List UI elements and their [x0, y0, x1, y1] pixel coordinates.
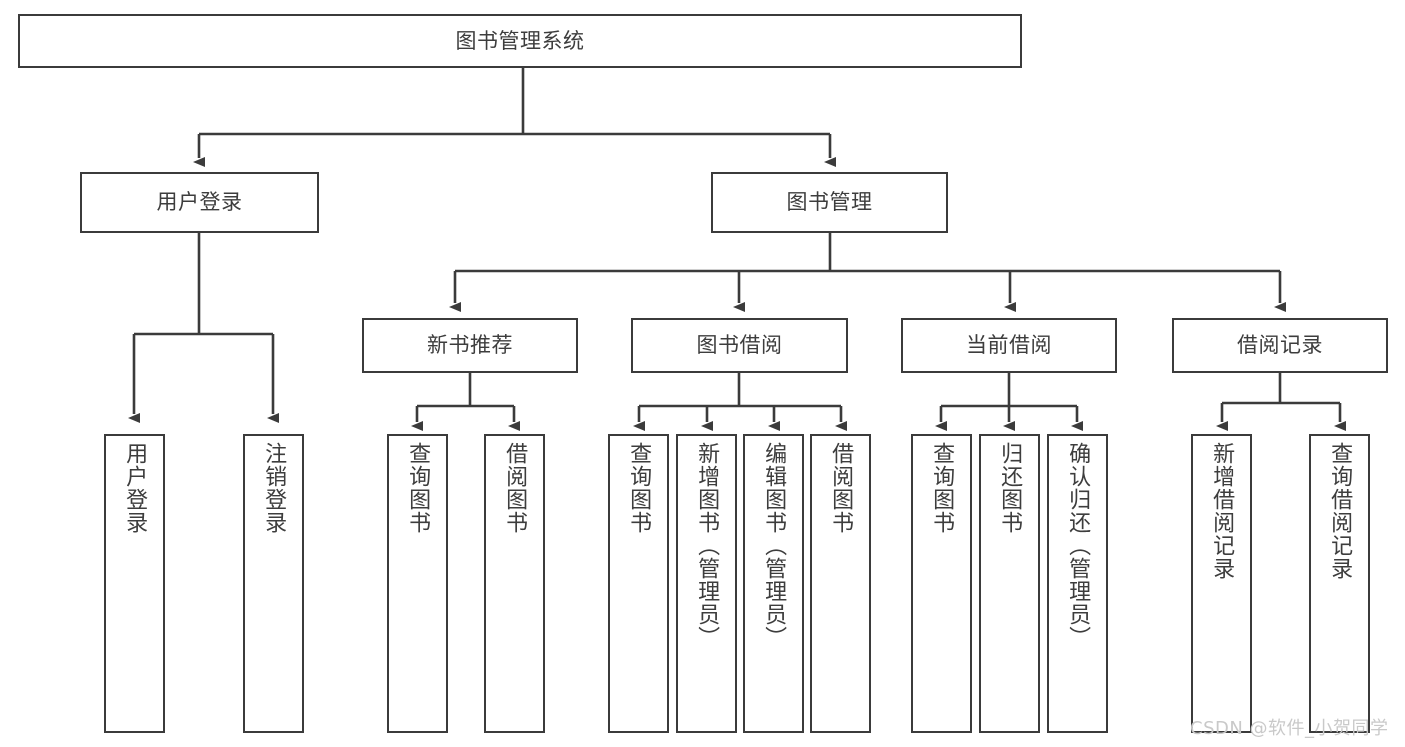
node-leaf-borrow-query-book-label: 查询图书: [626, 442, 652, 534]
node-borrow-record[interactable]: 借阅记录: [1172, 318, 1388, 373]
node-leaf-return-book[interactable]: 归还图书: [979, 434, 1040, 733]
node-leaf-borrow-query-book[interactable]: 查询图书: [608, 434, 669, 733]
node-new-book-recommend-label: 新书推荐: [427, 333, 513, 358]
node-leaf-user-login[interactable]: 用户登录: [104, 434, 165, 733]
node-user-login-label: 用户登录: [156, 190, 243, 215]
node-current-borrow-label: 当前借阅: [966, 333, 1052, 358]
node-leaf-new-book-borrow-label: 借阅图书: [502, 442, 528, 534]
node-current-borrow[interactable]: 当前借阅: [901, 318, 1117, 373]
node-leaf-current-query-book[interactable]: 查询图书: [911, 434, 972, 733]
node-leaf-borrow-book-label: 借阅图书: [828, 442, 854, 534]
node-leaf-return-book-label: 归还图书: [997, 442, 1023, 534]
node-leaf-add-borrow-record[interactable]: 新增借阅记录: [1191, 434, 1252, 733]
node-leaf-add-book-admin-label: 新增图书（管理员）: [694, 442, 720, 649]
node-leaf-borrow-book[interactable]: 借阅图书: [810, 434, 871, 733]
node-leaf-logout[interactable]: 注销登录: [243, 434, 304, 733]
node-leaf-query-borrow-record-label: 查询借阅记录: [1327, 442, 1353, 580]
node-leaf-edit-book-admin-label: 编辑图书（管理员）: [761, 442, 787, 649]
node-leaf-logout-label: 注销登录: [261, 442, 287, 534]
node-leaf-add-borrow-record-label: 新增借阅记录: [1209, 442, 1235, 580]
node-leaf-new-book-query-label: 查询图书: [405, 442, 431, 534]
node-book-management[interactable]: 图书管理: [711, 172, 948, 233]
node-user-login[interactable]: 用户登录: [80, 172, 319, 233]
node-root-label: 图书管理系统: [455, 28, 585, 53]
node-leaf-new-book-query[interactable]: 查询图书: [387, 434, 448, 733]
node-leaf-current-query-book-label: 查询图书: [929, 442, 955, 534]
node-leaf-edit-book-admin[interactable]: 编辑图书（管理员）: [743, 434, 804, 733]
node-borrow-record-label: 借阅记录: [1237, 333, 1323, 358]
node-root[interactable]: 图书管理系统: [18, 14, 1022, 68]
node-leaf-user-login-label: 用户登录: [122, 442, 148, 534]
node-leaf-confirm-return-admin[interactable]: 确认归还（管理员）: [1047, 434, 1108, 733]
node-new-book-recommend[interactable]: 新书推荐: [362, 318, 578, 373]
node-leaf-query-borrow-record[interactable]: 查询借阅记录: [1309, 434, 1370, 733]
node-leaf-confirm-return-admin-label: 确认归还（管理员）: [1065, 442, 1091, 649]
node-leaf-add-book-admin[interactable]: 新增图书（管理员）: [676, 434, 737, 733]
node-leaf-new-book-borrow[interactable]: 借阅图书: [484, 434, 545, 733]
node-book-management-label: 图书管理: [786, 190, 873, 215]
node-book-borrow[interactable]: 图书借阅: [631, 318, 848, 373]
node-book-borrow-label: 图书借阅: [696, 333, 783, 358]
